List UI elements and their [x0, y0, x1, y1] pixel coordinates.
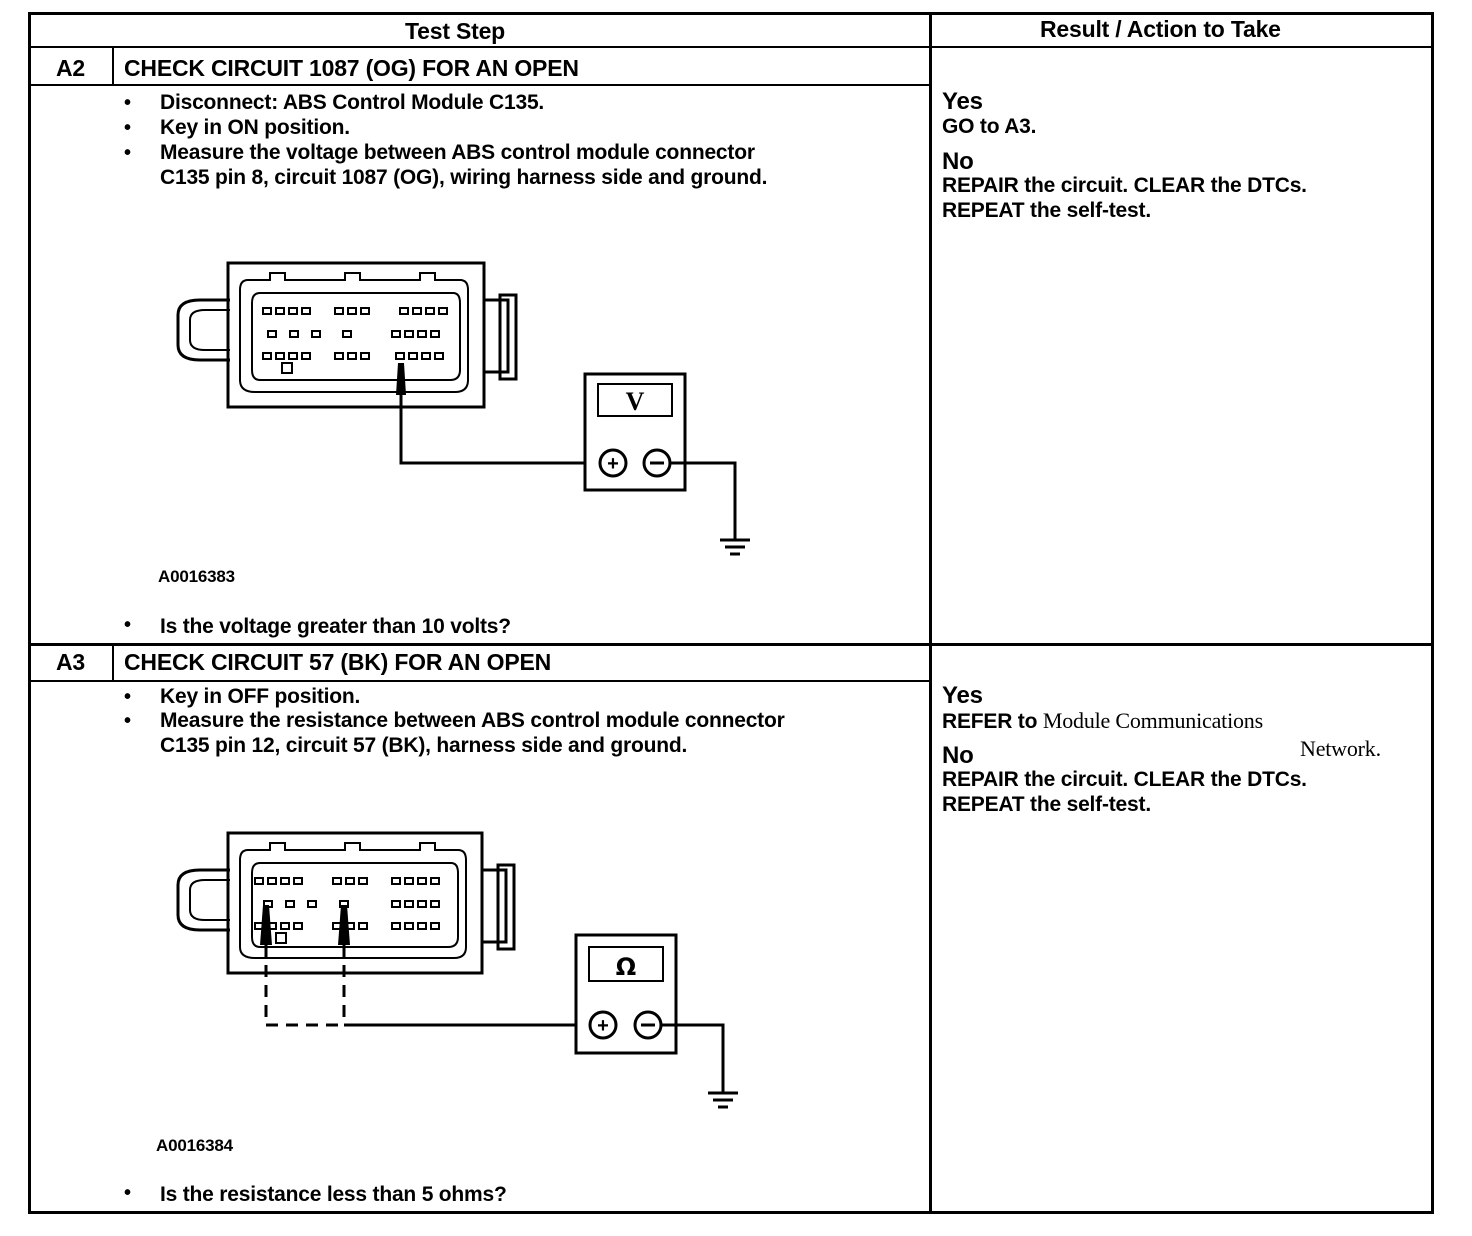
a2-title-divider	[28, 84, 931, 86]
step-divider	[28, 643, 1434, 646]
header-result-action: Result / Action to Take	[1040, 16, 1281, 42]
bullet-dot: •	[124, 710, 132, 732]
bullet-dot: •	[124, 1182, 132, 1204]
a2-bullet-2: Key in ON position.	[160, 116, 350, 139]
a3-ohmmeter-diagram: Ω +	[176, 831, 738, 1109]
step-a3-title: CHECK CIRCUIT 57 (BK) FOR AN OPEN	[124, 649, 552, 675]
bullet-dot: •	[124, 117, 132, 139]
a2-yes-label: Yes	[942, 88, 983, 115]
a2-yes-link[interactable]: A3.	[1004, 115, 1037, 138]
voltmeter-symbol: V	[626, 387, 645, 416]
a2-yes-text: GO to A3.	[942, 115, 1036, 139]
a2-voltmeter-diagram: V +	[176, 261, 750, 556]
a3-yes-label: Yes	[942, 682, 983, 709]
a3-yes-prefix: REFER to	[942, 710, 1043, 733]
a2-yes-prefix: GO to	[942, 115, 1005, 138]
a3-question: Is the resistance less than 5 ohms?	[160, 1183, 507, 1206]
ohmmeter-symbol: Ω	[616, 953, 636, 981]
header-test-step: Test Step	[405, 18, 506, 44]
a2-bullet-3b: C135 pin 8, circuit 1087 (OG), wiring ha…	[160, 166, 768, 189]
a2-id-divider	[112, 48, 114, 85]
bullet-dot: •	[124, 142, 132, 164]
step-a3-id: A3	[56, 649, 86, 675]
a2-bullet-3a: Measure the voltage between ABS control …	[160, 141, 755, 164]
a2-question: Is the voltage greater than 10 volts?	[160, 615, 511, 638]
a2-no-line1: REPAIR the circuit. CLEAR the DTCs.	[942, 174, 1307, 197]
a2-figure-code: A0016383	[158, 567, 235, 586]
a3-id-divider	[112, 645, 114, 681]
a3-no-label: No	[942, 742, 974, 769]
a2-no-label: No	[942, 148, 974, 175]
a3-yes-text: REFER to Module Communications	[942, 708, 1263, 734]
diagnostic-table	[28, 12, 1434, 1214]
a3-no-line2: REPEAT the self-test.	[942, 793, 1151, 816]
a2-bullet-1: Disconnect: ABS Control Module C135.	[160, 91, 545, 114]
a3-bullet-1: Key in OFF position.	[160, 685, 361, 708]
a3-yes-link-cont[interactable]: Network.	[1300, 736, 1381, 761]
a3-bullet-2b: C135 pin 12, circuit 57 (BK), harness si…	[160, 734, 688, 757]
step-a2-id: A2	[56, 55, 86, 81]
a3-title-divider	[28, 680, 931, 682]
a3-no-line1: REPAIR the circuit. CLEAR the DTCs.	[942, 768, 1307, 791]
a2-no-line2: REPEAT the self-test.	[942, 199, 1151, 222]
a3-figure-code: A0016384	[156, 1136, 233, 1155]
header-divider	[28, 46, 1434, 48]
bullet-dot: •	[124, 92, 132, 114]
svg-text:+: +	[597, 1015, 609, 1037]
column-divider	[929, 12, 932, 1214]
a3-yes-link[interactable]: Module Communications	[1042, 708, 1263, 733]
bullet-dot: •	[124, 686, 132, 708]
svg-text:+: +	[607, 453, 619, 475]
bullet-dot: •	[124, 614, 132, 636]
step-a2-title: CHECK CIRCUIT 1087 (OG) FOR AN OPEN	[124, 55, 579, 81]
a3-bullet-2a: Measure the resistance between ABS contr…	[160, 709, 785, 732]
